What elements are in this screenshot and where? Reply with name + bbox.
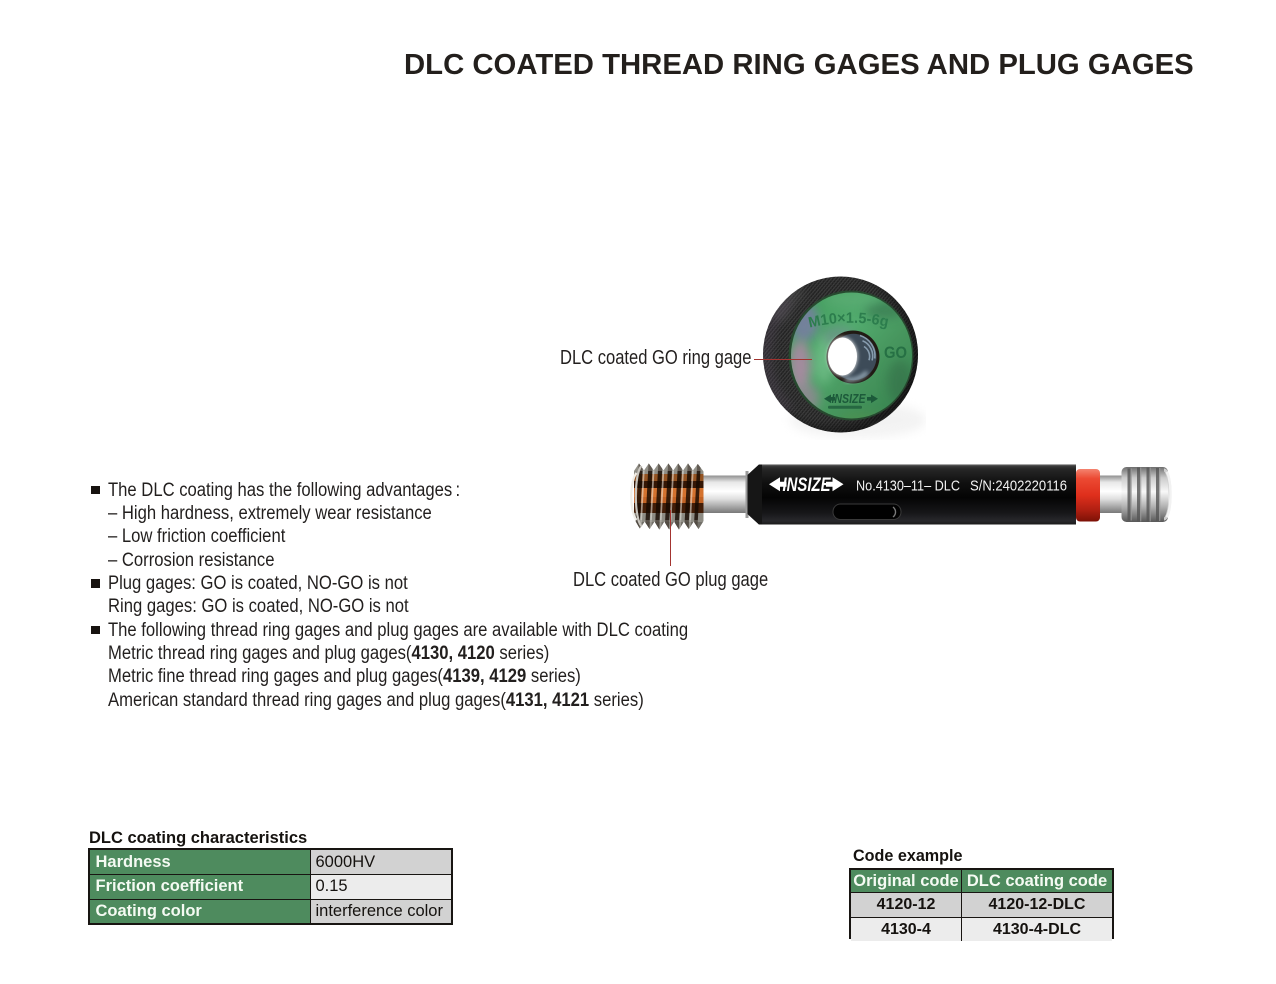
svg-text:INSIZE: INSIZE: [783, 474, 832, 496]
svg-text:No.4130–11– DLC: No.4130–11– DLC: [856, 477, 960, 494]
svg-text:S/N:2402220116: S/N:2402220116: [970, 477, 1067, 494]
svg-text:M10×1.5-6g: M10×1.5-6g: [807, 310, 890, 332]
svg-text:INSIZE: INSIZE: [832, 392, 867, 406]
svg-text:GO: GO: [884, 343, 907, 362]
